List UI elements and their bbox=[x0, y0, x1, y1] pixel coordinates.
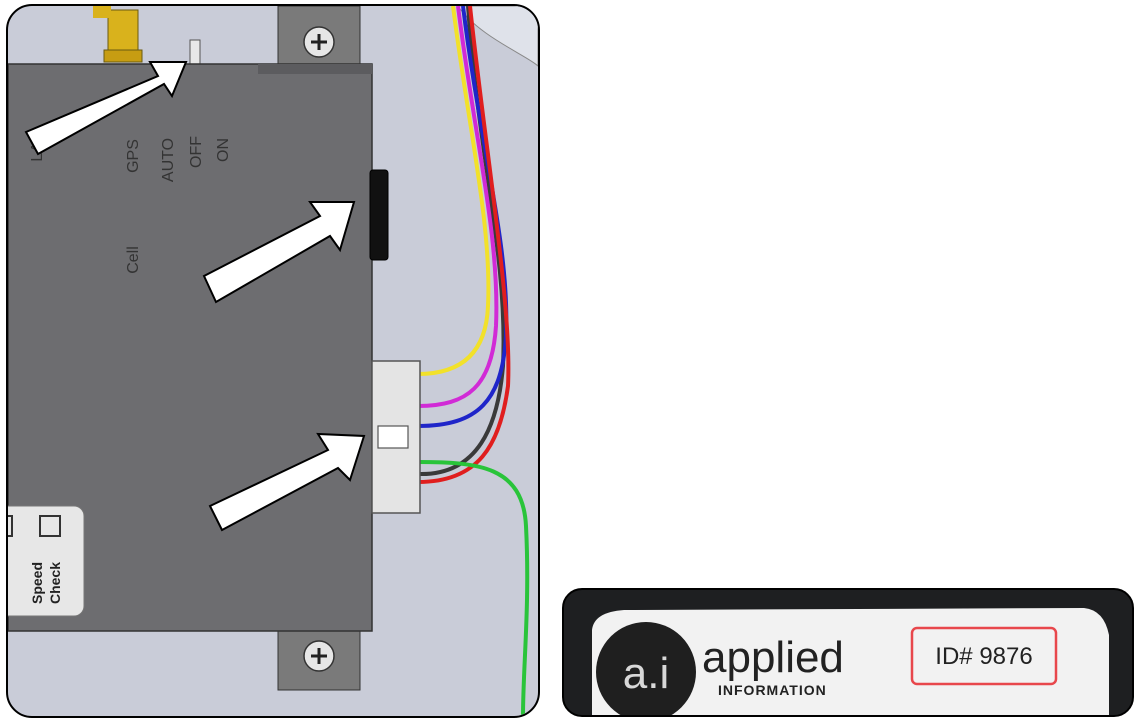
id-highlight-box bbox=[910, 626, 1058, 686]
speed-check-card bbox=[8, 505, 85, 617]
speed-check-checkbox bbox=[39, 515, 61, 537]
wire-bundle bbox=[417, 6, 530, 716]
arrow-connector-icon bbox=[208, 432, 366, 532]
id-label-photo: a.i applied INFORMATION ID# 9876 bbox=[592, 608, 1109, 715]
label-cell: Cell bbox=[125, 246, 142, 274]
arrow-toggle-icon bbox=[24, 61, 188, 156]
id-label-sticker bbox=[592, 608, 1109, 715]
screw-top-cross bbox=[311, 34, 327, 50]
connector-latch bbox=[377, 425, 409, 449]
brand-name: applied bbox=[702, 633, 844, 682]
speed-check-checkbox-left bbox=[8, 515, 13, 537]
device-diagram: LAN GPS AUTO OFF ON Cell Speed Check bbox=[8, 6, 538, 716]
label-off: OFF bbox=[188, 136, 205, 168]
rocker-button bbox=[369, 169, 389, 261]
label-gps: GPS bbox=[125, 139, 142, 173]
device-diagram-panel: LAN GPS AUTO OFF ON Cell Speed Check bbox=[6, 4, 540, 718]
ai-logo-text: a.i bbox=[623, 649, 669, 698]
label-on: ON bbox=[215, 138, 232, 162]
label-speed: Speed bbox=[29, 562, 45, 604]
label-check: Check bbox=[47, 562, 63, 604]
device-lip bbox=[258, 64, 372, 74]
arrow-rocker-icon bbox=[202, 201, 356, 304]
antenna-cable bbox=[93, 6, 111, 18]
label-auto: AUTO bbox=[160, 138, 177, 182]
screw-bottom-cross bbox=[311, 648, 327, 664]
brand-subtitle: INFORMATION bbox=[718, 682, 827, 698]
id-label-photo-panel: a.i applied INFORMATION ID# 9876 bbox=[562, 588, 1134, 717]
antenna-connector-nut bbox=[103, 49, 143, 63]
ai-logo-icon bbox=[596, 622, 696, 715]
id-number: ID# 9876 bbox=[935, 643, 1032, 670]
